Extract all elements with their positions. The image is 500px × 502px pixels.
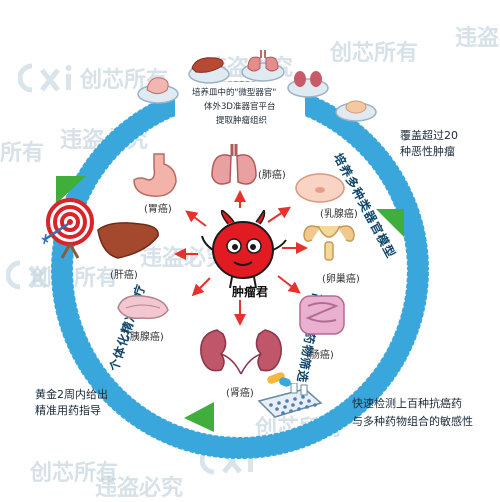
bowel-icon <box>299 295 345 335</box>
top-line-3: 提取肿瘤组织 <box>216 116 268 126</box>
tumor-mascot <box>201 210 287 289</box>
organ-label-ovary: (卵巢癌) <box>322 274 360 285</box>
lung-icon <box>211 144 257 185</box>
petri-dish-breast <box>335 100 377 122</box>
liver-icon <box>97 222 159 259</box>
organ-label-bowel: (肠癌) <box>306 350 334 361</box>
watermark: 违盗必究 <box>95 476 184 501</box>
watermark-logo <box>6 260 60 290</box>
kidney-icon <box>200 329 282 375</box>
gold-note-line2: 精准用药指导 <box>35 404 101 417</box>
organ-label-kidney: (肾癌) <box>226 388 254 399</box>
coverage-note-line1: 覆盖超过20 <box>400 129 458 142</box>
ovary-icon <box>303 225 355 261</box>
detect-note-line2: 与多种药物组合的敏感性 <box>352 415 473 428</box>
tumor-label: 肿瘤君 <box>232 285 269 299</box>
organ-label-lung: (肺癌) <box>258 170 286 181</box>
target-icon <box>41 198 94 259</box>
breast-icon <box>295 173 345 203</box>
organ-label-stomach: (胃癌) <box>144 204 172 215</box>
watermark: 创芯所有 <box>330 41 419 66</box>
top-line-1: 培养皿中的"微型器官" <box>192 88 277 98</box>
green-arrow-left <box>56 176 86 204</box>
pancreas-icon <box>117 295 169 320</box>
top-line-2: 体外3D准器官平台 <box>204 102 276 112</box>
pill-icon <box>267 372 291 387</box>
green-arrow-bottom <box>184 402 214 432</box>
detect-note-line1: 快速检测上百种抗癌药 <box>352 397 462 410</box>
watermark: 违盗必究 <box>455 26 500 51</box>
stomach-icon <box>133 153 177 197</box>
coverage-note-line2: 种恶性肿瘤 <box>400 145 455 158</box>
organ-label-breast: (乳腺癌) <box>320 209 358 220</box>
petri-dish-liver <box>188 57 230 84</box>
petri-dish-lung <box>241 50 285 82</box>
petri-dish-kidney <box>287 71 329 98</box>
watermark-logo <box>18 63 72 93</box>
gold-note-line1: 黄金2周内给出 <box>35 388 108 401</box>
organ-label-liver: (肝癌) <box>110 270 138 281</box>
watermark: 所有 <box>0 141 45 166</box>
well-plate-icon <box>257 383 323 418</box>
watermark: 创芯所有 <box>30 461 119 486</box>
green-arrow-right <box>376 209 404 237</box>
organ-label-pancreas: (胰腺癌) <box>126 332 164 343</box>
petri-dish-stomach <box>137 77 179 104</box>
